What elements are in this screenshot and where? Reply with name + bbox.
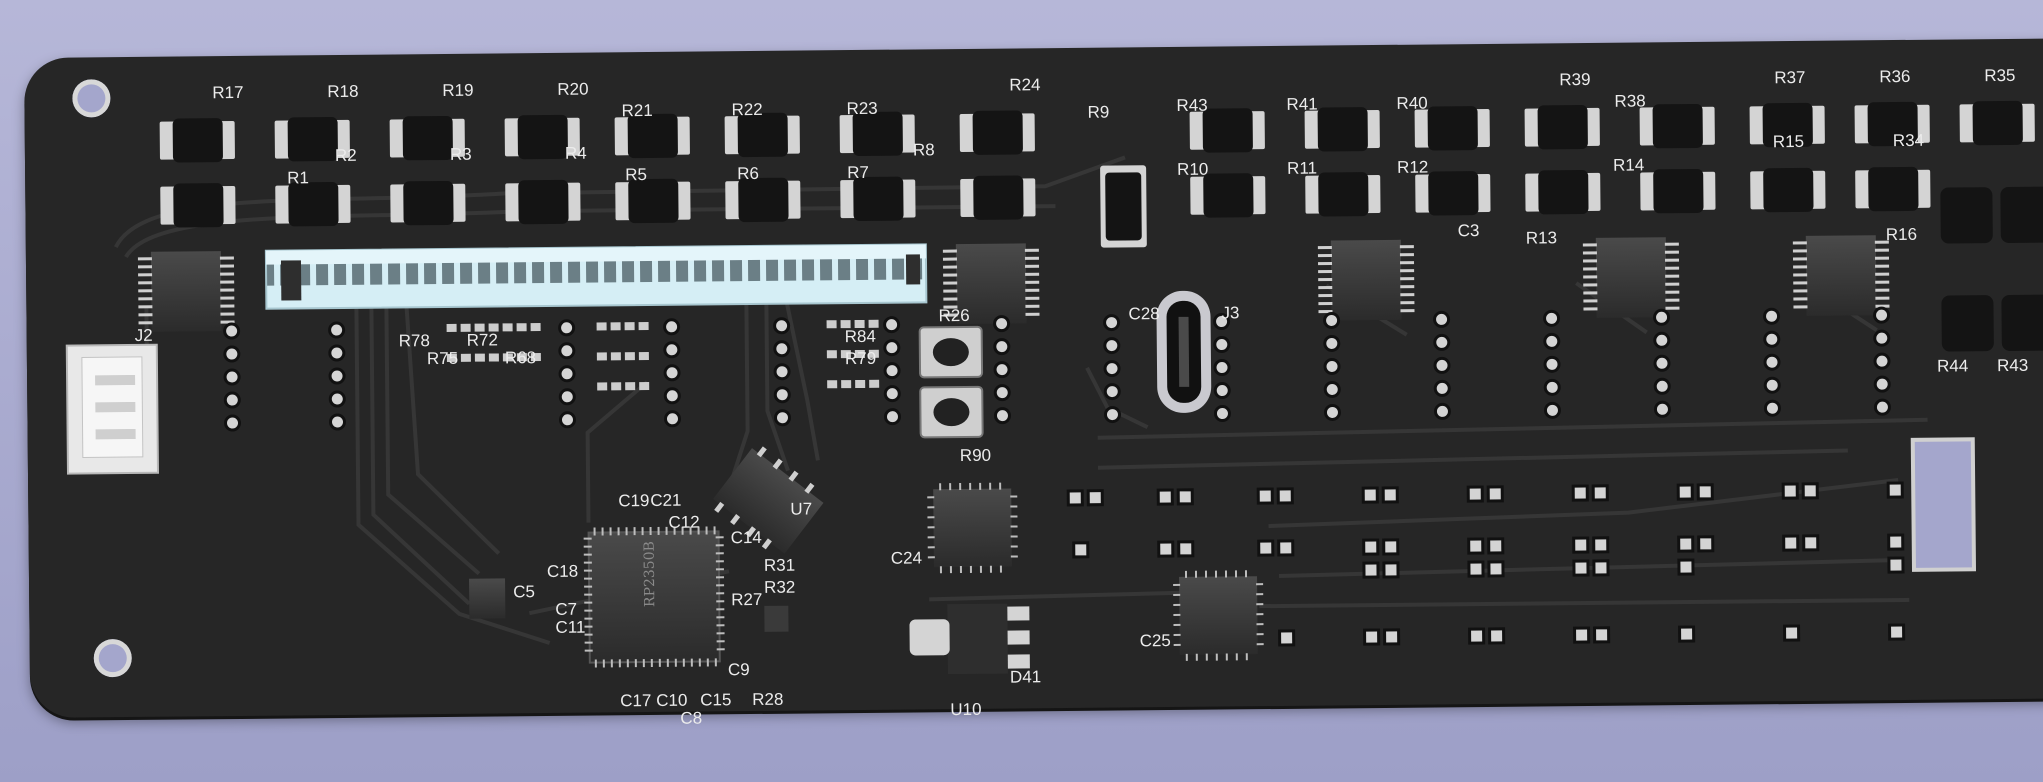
- led-row-1: [159, 100, 2035, 163]
- crystal: [764, 605, 789, 632]
- label-r12: R12: [1397, 157, 1429, 177]
- label-r23: R23: [846, 98, 878, 119]
- label-r8: R8: [912, 140, 935, 160]
- label-c25: C25: [1139, 631, 1171, 651]
- label-r39: R39: [1559, 69, 1591, 90]
- label-c3: C3: [1457, 221, 1480, 241]
- label-r43: R43: [1996, 355, 2029, 376]
- label-r72: R72: [466, 330, 499, 350]
- label-r20: R20: [557, 79, 589, 99]
- qfn-2: [1173, 570, 1264, 661]
- label-r68: R68: [504, 348, 537, 368]
- usb-c-connector-shape: [1156, 290, 1212, 413]
- lower-pad-grid: [1066, 481, 1906, 647]
- label-c14: C14: [730, 527, 762, 548]
- label-r32: R32: [764, 577, 796, 597]
- label-u10: U10: [950, 699, 982, 720]
- mcu-marking: RP2350B: [641, 541, 659, 608]
- label-c12: C12: [668, 512, 700, 532]
- label-r1: R1: [287, 168, 309, 188]
- label-c7: C7: [555, 599, 578, 619]
- label-r21: R21: [621, 100, 653, 121]
- label-r31: R31: [763, 555, 796, 575]
- soic-chips: [150, 235, 1877, 332]
- jst-connector-shape: [65, 343, 159, 475]
- u7-shape: [713, 446, 824, 554]
- label-r4: R4: [564, 143, 587, 163]
- regulator-shape: [909, 603, 1030, 675]
- label-c18: C18: [546, 561, 579, 582]
- label-r6: R6: [737, 163, 759, 184]
- qfn-1: [927, 482, 1018, 574]
- label-r15: R15: [1772, 131, 1805, 152]
- label-r24: R24: [1009, 75, 1041, 95]
- right-edge-parts: [1940, 186, 2043, 352]
- label-c11: C11: [555, 617, 586, 637]
- label-r84: R84: [844, 326, 876, 347]
- resistor-array-pads: [446, 319, 880, 391]
- label-j3: J3: [1221, 303, 1240, 323]
- label-r11: R11: [1287, 158, 1318, 178]
- label-r78: R78: [398, 331, 431, 351]
- label-r43-top: R43: [1176, 95, 1208, 115]
- label-r36: R36: [1879, 66, 1911, 87]
- label-c24: C24: [890, 548, 923, 568]
- mcu-shape: [583, 526, 725, 668]
- label-r9: R9: [1087, 102, 1110, 122]
- led-row-2: [160, 166, 1931, 228]
- label-c9: C9: [727, 660, 750, 680]
- mounting-hole-top-left: [72, 79, 111, 118]
- label-r16: R16: [1885, 224, 1918, 245]
- board-cutout: [1910, 437, 1977, 572]
- label-r41: R41: [1286, 94, 1318, 114]
- small-ic: [469, 578, 506, 619]
- label-r14: R14: [1613, 155, 1645, 175]
- label-c17: C17: [620, 691, 652, 711]
- pin-header-columns: [223, 306, 1891, 432]
- label-r34: R34: [1892, 130, 1925, 151]
- label-r28: R28: [752, 689, 784, 710]
- label-c28: C28: [1128, 304, 1160, 324]
- label-r27: R27: [731, 589, 763, 610]
- ribbon-connector-shape: [264, 243, 928, 310]
- label-r5: R5: [625, 165, 647, 185]
- label-r38: R38: [1614, 91, 1646, 111]
- label-r22: R22: [731, 99, 763, 120]
- label-j2: J2: [134, 325, 153, 345]
- label-u7: U7: [790, 499, 813, 519]
- label-r18: R18: [327, 81, 359, 102]
- mounting-hole-bottom-left: [93, 638, 132, 678]
- label-c5: C5: [513, 582, 535, 602]
- label-r37: R37: [1774, 67, 1806, 88]
- label-c21: C21: [650, 490, 682, 511]
- label-d41: D41: [1009, 667, 1042, 687]
- label-r13: R13: [1525, 228, 1558, 248]
- label-r17: R17: [212, 82, 244, 103]
- label-r3: R3: [449, 144, 472, 164]
- label-c8: C8: [680, 708, 703, 728]
- soic-pins: [137, 240, 1890, 325]
- label-c15: C15: [700, 690, 732, 710]
- label-r26: R26: [938, 305, 970, 326]
- label-r44: R44: [1936, 356, 1969, 376]
- label-r75: R75: [426, 348, 459, 369]
- pcb-graphics: [65, 100, 2043, 675]
- label-c19: C19: [618, 491, 650, 511]
- copper-traces: [114, 155, 1928, 645]
- label-r2: R2: [334, 145, 357, 166]
- label-r10: R10: [1177, 159, 1209, 179]
- label-c10: C10: [656, 690, 688, 710]
- label-r40: R40: [1396, 93, 1428, 113]
- pcb-board[interactable]: R17 R18 R19 R20 R24 R39 R37 R36 R35 R21 …: [24, 37, 2043, 728]
- tact-buttons: [918, 325, 984, 439]
- label-r90: R90: [959, 445, 992, 466]
- label-r79: R79: [844, 348, 877, 369]
- label-r7: R7: [847, 162, 869, 183]
- label-r19: R19: [442, 80, 474, 100]
- r9-body: [1105, 172, 1142, 241]
- label-r35: R35: [1984, 65, 2016, 86]
